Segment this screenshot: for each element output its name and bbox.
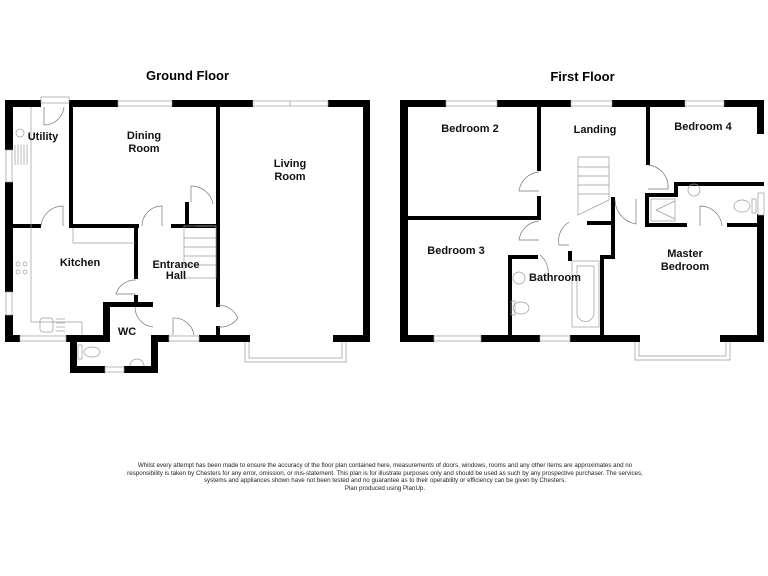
room-label-entrance-1: Entrance: [152, 259, 199, 271]
room-label-bathroom: Bathroom: [529, 272, 581, 284]
room-label-landing: Landing: [574, 124, 617, 136]
ground-floor-plan: Utility Dining Room Living Room Kitchen …: [5, 96, 370, 373]
room-label-dining-1: Dining: [127, 130, 161, 142]
room-label-kitchen: Kitchen: [60, 257, 101, 269]
room-label-bedroom-4: Bedroom 4: [674, 121, 732, 133]
disclaimer-text: Whilst every attempt has been made to en…: [127, 462, 643, 485]
room-label-living-1: Living: [274, 158, 306, 170]
first-floor-title: First Floor: [550, 69, 615, 84]
disclaimer: Whilst every attempt has been made to en…: [125, 462, 645, 492]
room-label-wc: WC: [118, 326, 136, 338]
room-label-living-2: Room: [274, 171, 305, 183]
room-label-dining-2: Room: [128, 143, 159, 155]
room-label-master-1: Master: [667, 248, 703, 260]
room-label-master-2: Bedroom: [661, 261, 710, 273]
ground-floor-title: Ground Floor: [145, 68, 230, 83]
plan-credit: Plan produced using PlanUp.: [344, 484, 426, 492]
room-label-bedroom-2: Bedroom 2: [441, 123, 498, 135]
room-label-entrance-2: Hall: [166, 270, 186, 282]
first-floor-plan: Bedroom 2 Landing Bedroom 4 Bedroom 3 Ba…: [400, 100, 765, 361]
room-label-utility: Utility: [28, 131, 59, 143]
room-label-bedroom-3: Bedroom 3: [427, 245, 484, 257]
